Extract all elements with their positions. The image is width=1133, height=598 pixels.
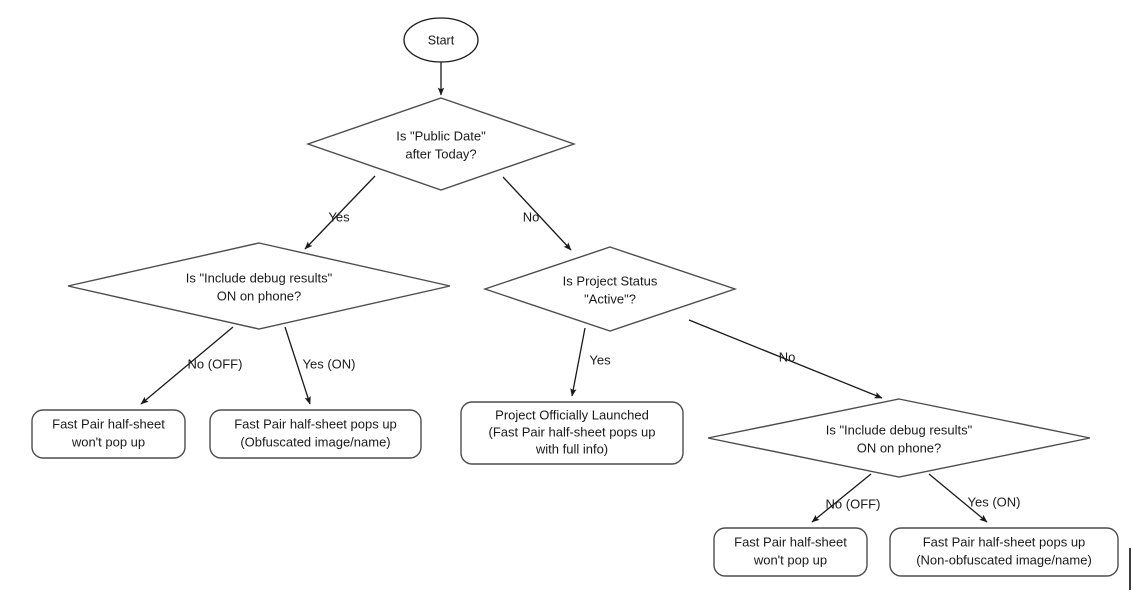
right-yes-box [889,527,1119,577]
launched-label-line3: with full info) [535,441,608,456]
node-outcome-left-yes[interactable]: Fast Pair half-sheet pops up (Obfuscated… [209,409,422,459]
right-no-label-line2: won't pop up [753,552,827,567]
left-yes-box [209,409,422,459]
edge-label-public-date-yes: Yes [328,209,350,224]
edge-project-status-yes [570,327,586,397]
edge-debug-right-yes [928,473,988,523]
edge-label-debug-right-no: No (OFF) [826,496,881,511]
right-yes-label-line2: (Non-obfuscated image/name) [916,552,1092,567]
start-ellipse [403,17,479,63]
edge-label-project-status-yes: Yes [589,352,611,367]
node-outcome-launched[interactable]: Project Officially Launched (Fast Pair h… [460,401,684,465]
node-decision-public-date[interactable]: Is "Public Date" after Today? [305,97,577,191]
public-date-diamond [305,97,577,191]
edge-label-debug-right-yes: Yes (ON) [968,494,1021,509]
project-status-diamond [482,246,738,332]
edge-label-public-date-no: No [523,209,540,224]
debug-right-diamond [707,398,1091,478]
node-outcome-right-yes[interactable]: Fast Pair half-sheet pops up (Non-obfusc… [889,527,1119,577]
edge-debug-left-yes [284,326,311,405]
right-no-label-line1: Fast Pair half-sheet [734,534,847,549]
node-decision-debug-left[interactable]: Is "Include debug results" ON on phone? [67,242,451,330]
right-edge-artifact [1129,548,1131,590]
edge-public-date-no [502,176,572,251]
edge-public-date-yes [304,175,376,250]
project-status-label-line1: Is Project Status [563,273,658,288]
project-status-label-line2: "Active"? [584,291,636,306]
node-start[interactable]: Start [403,17,479,63]
debug-right-label-line2: ON on phone? [857,440,942,455]
edge-label-debug-left-no: No (OFF) [188,356,243,371]
launched-label-line2: (Fast Pair half-sheet pops up [489,424,656,439]
left-no-label-line1: Fast Pair half-sheet [52,416,165,431]
start-label: Start [428,33,455,47]
launched-label-line1: Project Officially Launched [495,407,649,422]
node-outcome-right-no[interactable]: Fast Pair half-sheet won't pop up [713,527,868,577]
left-no-label-line2: won't pop up [71,434,145,449]
public-date-label-line2: after Today? [405,146,476,161]
debug-left-label-line2: ON on phone? [217,288,302,303]
launched-box [460,401,684,465]
right-yes-label-line1: Fast Pair half-sheet pops up [923,534,1086,549]
debug-left-label-line1: Is "Include debug results" [186,270,333,285]
public-date-label-line1: Is "Public Date" [396,128,486,143]
debug-left-diamond [67,242,451,330]
edge-group: Yes No No (OFF) Yes (ON) Yes No No (OFF)… [140,62,1021,523]
left-yes-label-line1: Fast Pair half-sheet pops up [234,416,397,431]
right-no-box [713,527,868,577]
edge-debug-right-no [811,473,872,523]
node-outcome-left-no[interactable]: Fast Pair half-sheet won't pop up [31,409,186,459]
edge-label-project-status-no: No [779,349,796,364]
debug-right-label-line1: Is "Include debug results" [826,422,973,437]
left-yes-label-line2: (Obfuscated image/name) [240,434,390,449]
left-no-box [31,409,186,459]
edge-label-debug-left-yes: Yes (ON) [303,356,356,371]
edge-debug-left-no [140,326,234,405]
node-decision-debug-right[interactable]: Is "Include debug results" ON on phone? [707,398,1091,478]
node-decision-project-status[interactable]: Is Project Status "Active"? [482,246,738,332]
edge-project-status-no [688,319,883,399]
